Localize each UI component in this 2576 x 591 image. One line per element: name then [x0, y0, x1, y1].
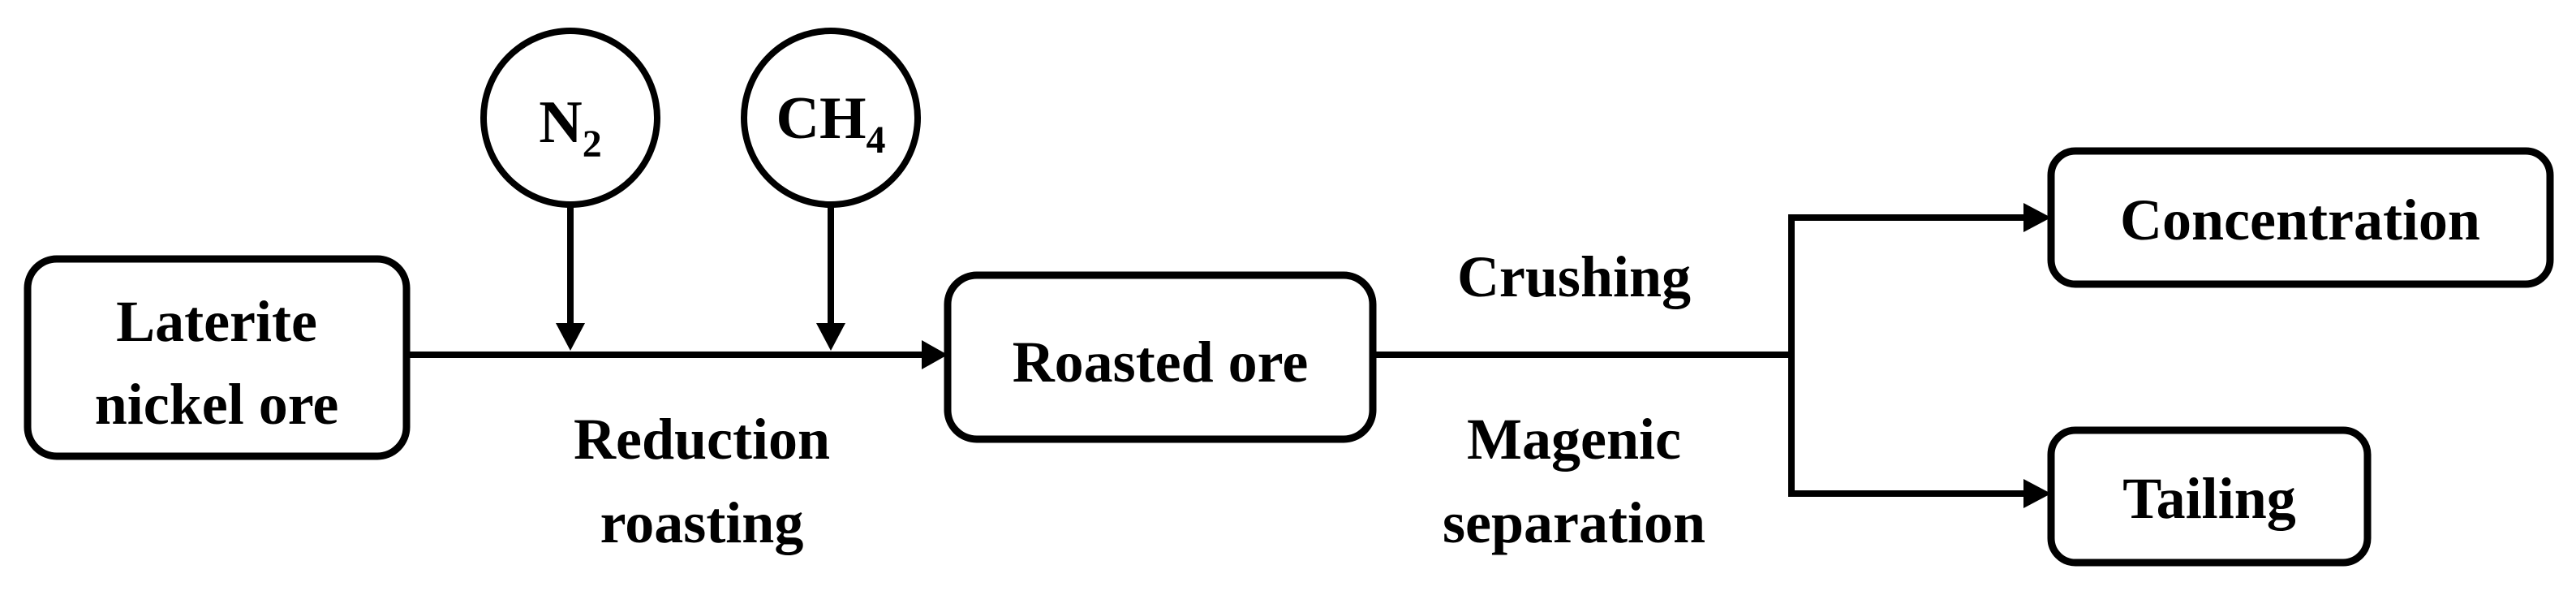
input-n2: N2 [480, 28, 660, 208]
node-tailing-box [2047, 426, 2372, 567]
node-laterite-line1: Laterite [116, 289, 317, 354]
arrowhead-concentration [2023, 203, 2051, 232]
node-concentration-label: Concentration [2120, 188, 2480, 252]
step-separation-line2: separation [1443, 490, 1705, 555]
input-n2-label: N2 [539, 89, 601, 166]
node-tailing: Tailing [2047, 426, 2372, 567]
arrowhead-tailing [2023, 479, 2051, 508]
step-reduction-line1: Reduction [574, 407, 830, 472]
node-roasted-ore: Roasted ore [944, 271, 1377, 443]
arrowhead-ch4 [816, 323, 845, 351]
node-roasted-label: Roasted ore [1013, 330, 1309, 395]
node-tailing-label: Tailing [2122, 466, 2295, 531]
node-roasted-box [944, 271, 1377, 443]
node-laterite-nickel-ore: Laterite nickel ore [24, 255, 411, 460]
step-separation-line1: Magenic [1467, 407, 1681, 472]
node-concentration: Concentration [2047, 147, 2554, 288]
input-ch4-label: CH4 [776, 85, 886, 162]
node-laterite-line2: nickel ore [95, 372, 339, 437]
node-laterite-box [24, 255, 411, 460]
step-crushing: Crushing [1457, 244, 1691, 309]
arrowhead-n2 [556, 323, 585, 351]
input-n2-circle [480, 28, 660, 208]
input-ch4: CH4 [741, 28, 921, 208]
step-reduction-line2: roasting [600, 490, 804, 555]
node-concentration-box [2047, 147, 2554, 288]
input-ch4-circle [741, 28, 921, 208]
arrowhead-roasted [922, 340, 948, 369]
